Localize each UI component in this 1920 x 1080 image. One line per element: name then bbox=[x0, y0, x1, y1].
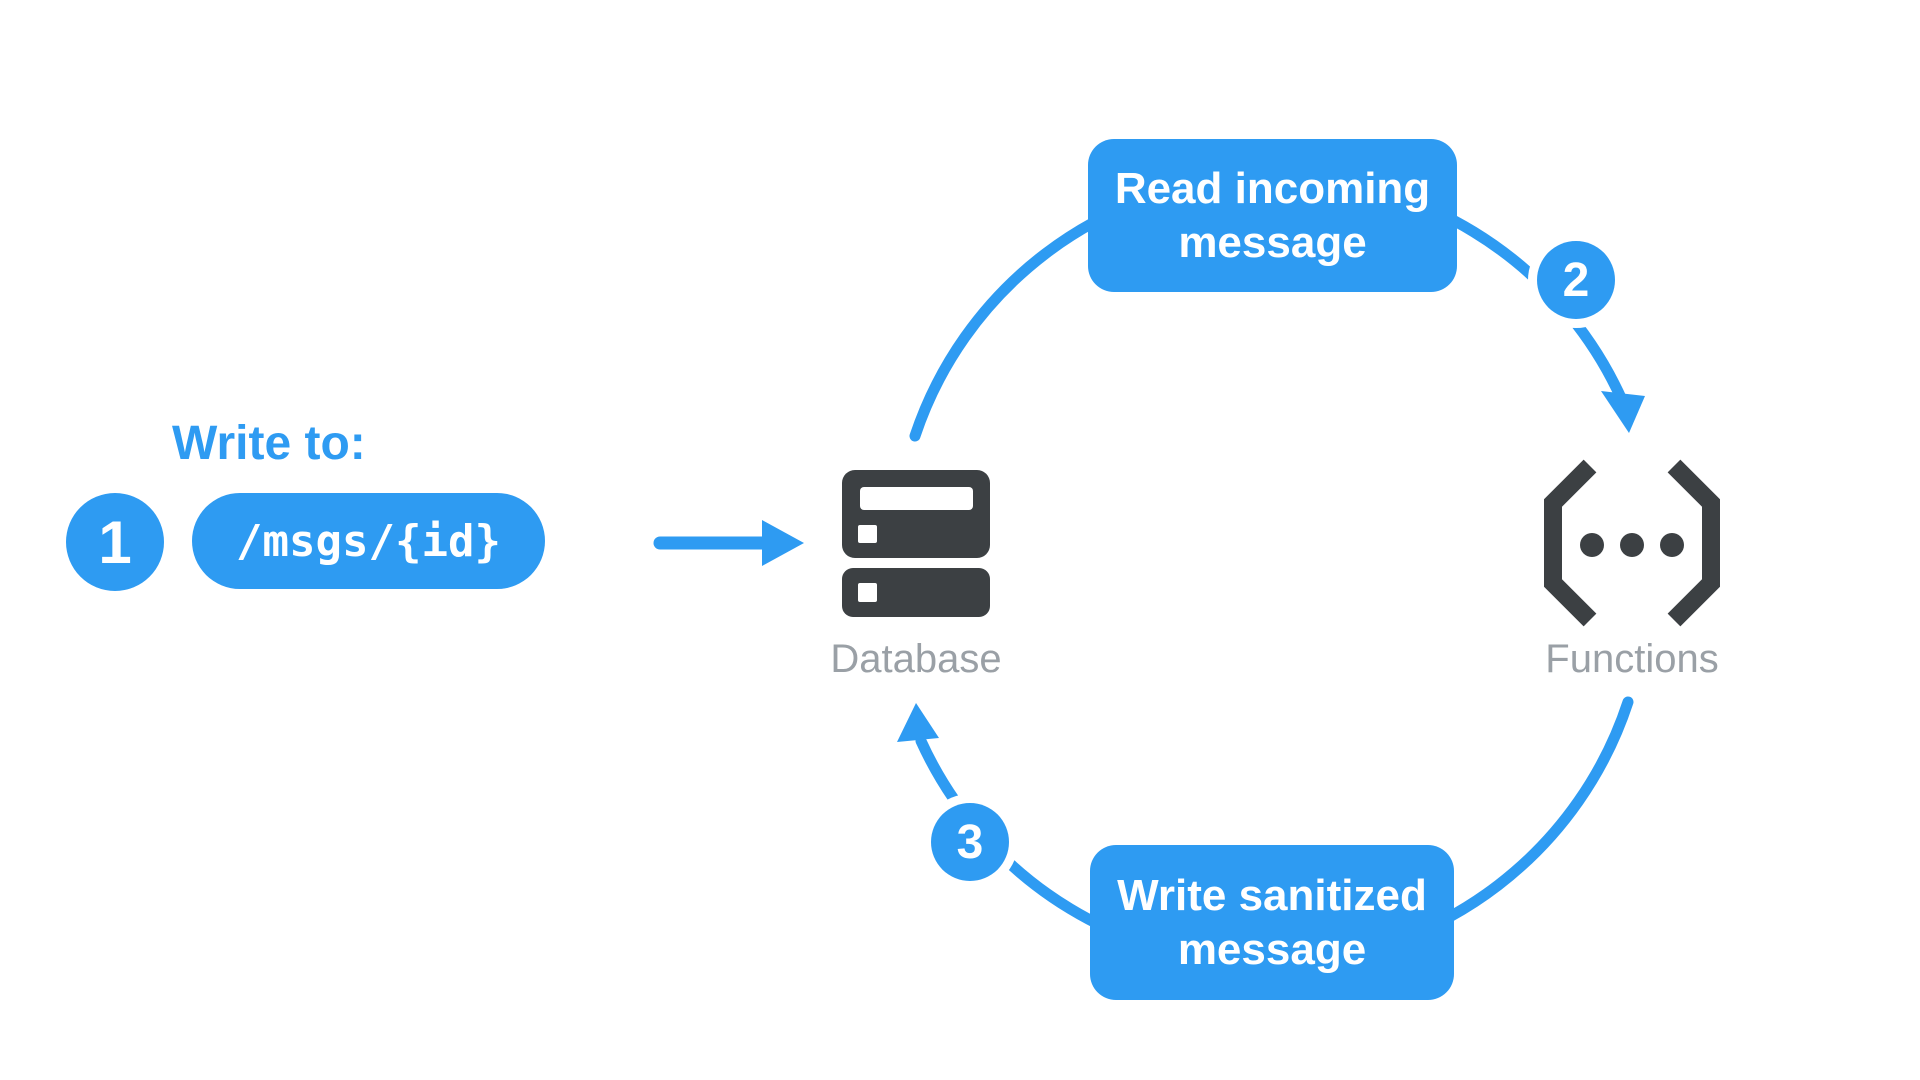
msgs-path-pill: /msgs/{id} bbox=[192, 493, 545, 589]
arrow-right-icon bbox=[762, 520, 804, 566]
read-incoming-message-box: Read incoming message bbox=[1088, 139, 1457, 292]
write-sanitized-message-box: Write sanitized message bbox=[1090, 845, 1454, 1000]
write-box-line2: message bbox=[1177, 924, 1367, 974]
step-1-badge: 1 bbox=[66, 493, 164, 591]
database-label: Database bbox=[830, 637, 1002, 681]
write-box-line1: Write sanitized bbox=[1117, 870, 1427, 920]
write-to-label: Write to: bbox=[172, 417, 366, 470]
read-box-line1: Read incoming bbox=[1114, 163, 1431, 213]
step-3-badge: 3 bbox=[931, 803, 1009, 881]
functions-icon bbox=[1540, 458, 1724, 628]
database-icon bbox=[842, 470, 990, 617]
step-2-badge: 2 bbox=[1537, 241, 1615, 319]
arrowhead-up-icon bbox=[897, 703, 939, 742]
arrowhead-down-icon bbox=[1601, 391, 1645, 433]
read-box-line2: message bbox=[1178, 217, 1367, 267]
functions-label: Functions bbox=[1545, 637, 1719, 681]
